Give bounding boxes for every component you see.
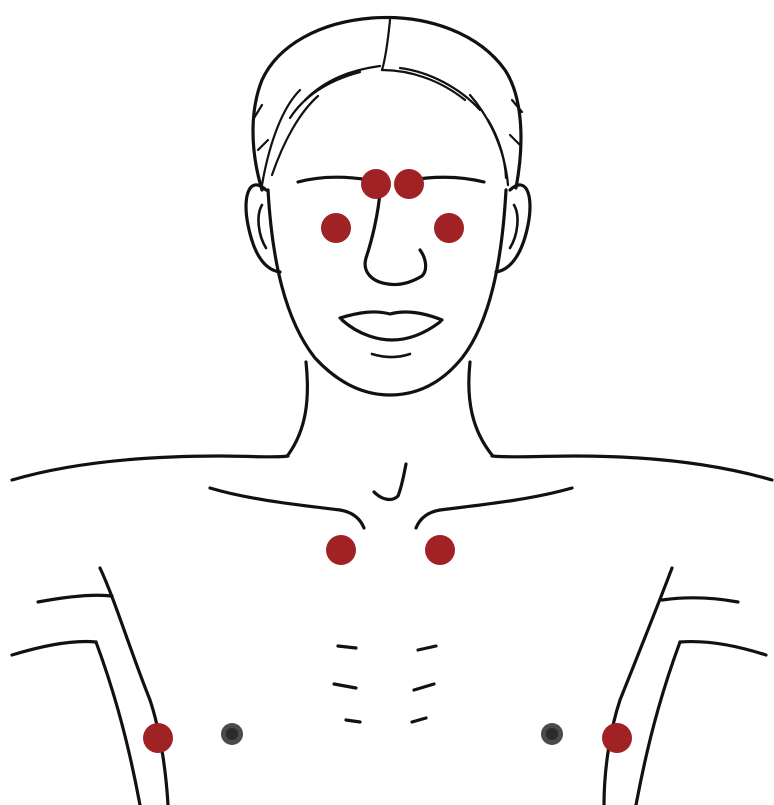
marker-underarm-left <box>143 723 173 753</box>
marker-brow-inner-right <box>394 169 424 199</box>
marker-under-eye-right <box>434 213 464 243</box>
marker-underarm-right <box>602 723 632 753</box>
marker-collarbone-left <box>326 535 356 565</box>
marker-under-eye-left <box>321 213 351 243</box>
marker-brow-inner-left <box>361 169 391 199</box>
marker-collarbone-right <box>425 535 455 565</box>
